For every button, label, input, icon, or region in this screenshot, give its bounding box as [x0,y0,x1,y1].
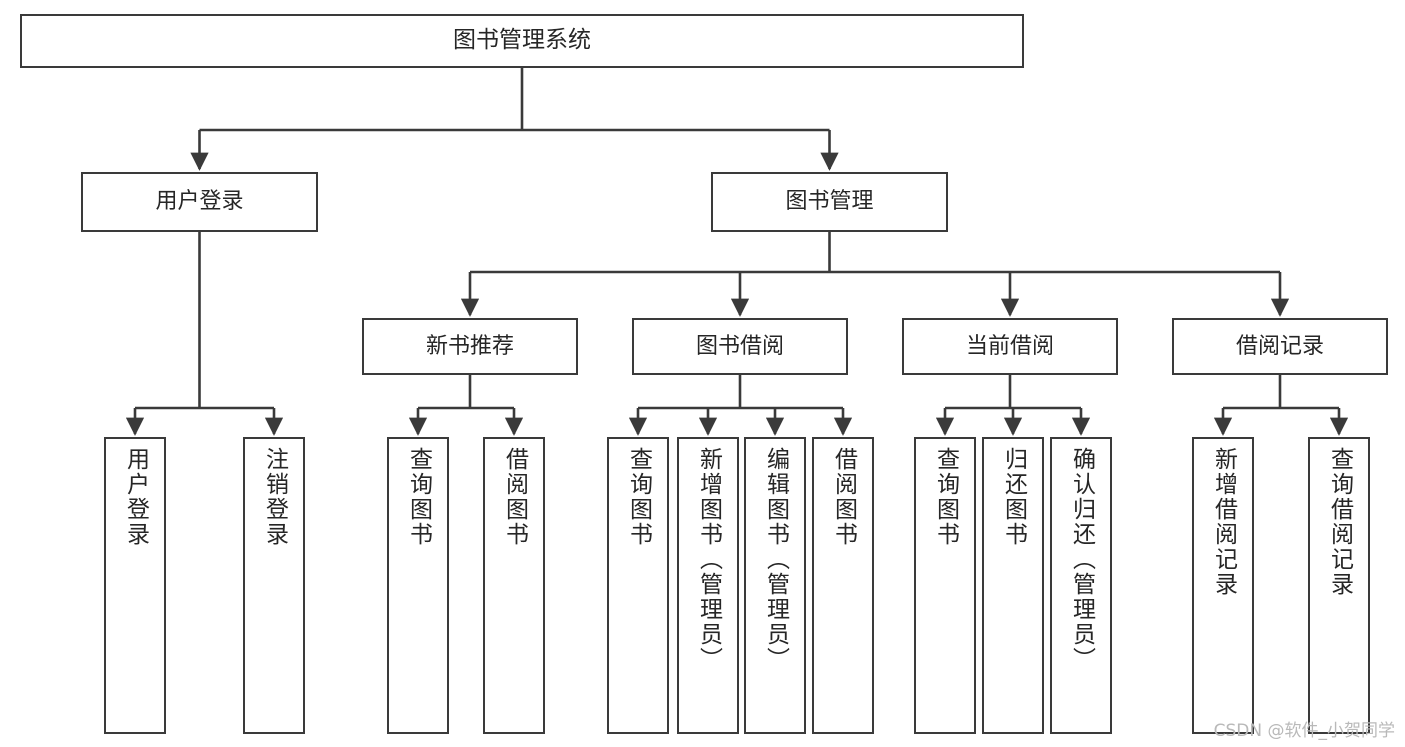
node-label: 借阅图书 [501,447,528,547]
node-borrow-record[interactable]: 借阅记录 [1172,318,1388,375]
node-label: 当前借阅 [965,333,1054,359]
node-label: 用户登录 [122,447,149,547]
node-label: 查询图书 [405,447,432,547]
node-leaf-user-logout[interactable]: 注销登录 [243,437,305,734]
node-leaf-rec-query-book[interactable]: 查询图书 [387,437,449,734]
node-label: 归还图书 [1000,447,1027,547]
node-label: 新增图书（管理员） [695,447,722,672]
node-leaf-rec-borrow-book[interactable]: 借阅图书 [483,437,545,734]
node-leaf-rec-add-record[interactable]: 新增借阅记录 [1192,437,1254,734]
node-label: 图书管理 [785,189,874,215]
node-label: 新增借阅记录 [1210,447,1237,597]
node-label: 图书管理系统 [453,27,591,54]
node-label: 新书推荐 [425,333,514,359]
node-book-borrow[interactable]: 图书借阅 [632,318,848,375]
node-leaf-cur-return-book[interactable]: 归还图书 [982,437,1044,734]
node-current-borrow[interactable]: 当前借阅 [902,318,1118,375]
node-leaf-rec-query-record[interactable]: 查询借阅记录 [1308,437,1370,734]
node-leaf-cur-query-book[interactable]: 查询图书 [914,437,976,734]
node-leaf-borrow-edit-book[interactable]: 编辑图书（管理员） [744,437,806,734]
node-root[interactable]: 图书管理系统 [20,14,1024,68]
node-label: 查询图书 [932,447,959,547]
node-label: 确认归还（管理员） [1068,447,1095,672]
node-label: 编辑图书（管理员） [762,447,789,672]
node-leaf-borrow-borrow-book[interactable]: 借阅图书 [812,437,874,734]
node-new-book-recommend[interactable]: 新书推荐 [362,318,578,375]
node-book-manage[interactable]: 图书管理 [711,172,948,232]
node-label: 用户登录 [155,189,244,215]
node-label: 查询借阅记录 [1326,447,1353,597]
node-leaf-user-login[interactable]: 用户登录 [104,437,166,734]
node-label: 注销登录 [261,447,288,547]
node-label: 图书借阅 [695,333,784,359]
watermark: CSDN @软件_小贺同学 [1213,721,1395,741]
node-leaf-borrow-add-book[interactable]: 新增图书（管理员） [677,437,739,734]
node-label: 查询图书 [625,447,652,547]
node-label: 借阅图书 [830,447,857,547]
node-label: 借阅记录 [1235,333,1324,359]
node-leaf-cur-confirm-return[interactable]: 确认归还（管理员） [1050,437,1112,734]
node-leaf-borrow-query-book[interactable]: 查询图书 [607,437,669,734]
node-user-login[interactable]: 用户登录 [81,172,318,232]
